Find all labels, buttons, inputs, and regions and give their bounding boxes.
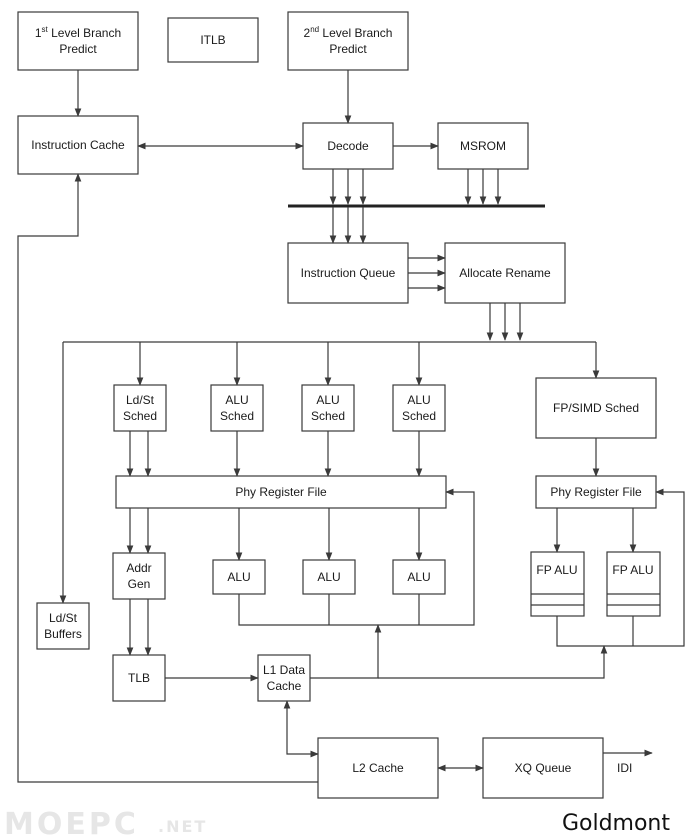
alu-block-2: ALU — [302, 559, 356, 595]
phy-register-file-block: Phy Register File — [115, 475, 447, 509]
xq-queue-label: XQ Queue — [515, 761, 572, 775]
instruction-queue-label: Instruction Queue — [301, 266, 396, 280]
instruction-queue-block: Instruction Queue — [287, 242, 409, 304]
msrom-block: MSROM — [437, 122, 529, 170]
alu-label-1: ALU — [227, 570, 250, 584]
fp-phy-register-file-label: Phy Register File — [550, 485, 642, 499]
ldst-sched-block: Ld/St Sched — [113, 384, 167, 432]
alu-sched-label-3a: ALU — [407, 393, 430, 407]
alu-sched-block-1: ALU Sched — [210, 384, 264, 432]
ldst-buffers-label-2: Buffers — [44, 627, 82, 641]
l2-cache-block: L2 Cache — [317, 737, 439, 799]
itlb-block: ITLB — [167, 17, 259, 63]
idi-label: IDI — [617, 761, 632, 775]
ldst-sched-label-1: Ld/St — [126, 393, 155, 407]
alu-sched-block-2: ALU Sched — [301, 384, 355, 432]
msrom-label: MSROM — [460, 139, 506, 153]
branch-predict-1-block: 1st Level Branch Predict — [17, 11, 139, 71]
l2-cache-label: L2 Cache — [352, 761, 404, 775]
addr-gen-block: Addr Gen — [112, 552, 166, 600]
fp-alu-block-2: FP ALU — [606, 551, 661, 617]
fp-simd-sched-block: FP/SIMD Sched — [535, 377, 657, 439]
ldst-sched-label-2: Sched — [123, 409, 157, 423]
alu-sched-label-1b: Sched — [220, 409, 254, 423]
branch-predict-2-label-2: Predict — [329, 42, 367, 56]
itlb-label: ITLB — [200, 33, 225, 47]
branch-predict-2-block: 2nd Level Branch Predict — [287, 11, 409, 71]
l1-data-cache-label-1: L1 Data — [263, 663, 305, 677]
tlb-label: TLB — [128, 671, 150, 685]
diagram-title: Goldmont — [562, 811, 670, 836]
alu-sched-label-2b: Sched — [311, 409, 345, 423]
allocate-rename-block: Allocate Rename — [444, 242, 566, 304]
fp-alu-label-1: FP ALU — [536, 563, 577, 577]
alu-sched-label-3b: Sched — [402, 409, 436, 423]
instruction-cache-block: Instruction Cache — [17, 115, 139, 175]
branch-predict-1-label: 1st Level Branch — [35, 25, 121, 40]
alu-sched-block-3: ALU Sched — [392, 384, 446, 432]
tlb-block: TLB — [112, 654, 166, 702]
addr-gen-label-2: Gen — [128, 577, 151, 591]
fp-alu-label-2: FP ALU — [612, 563, 653, 577]
l1-data-cache-block: L1 Data Cache — [257, 654, 311, 702]
fp-alu-block-1: FP ALU — [530, 551, 585, 617]
xq-queue-block: XQ Queue — [482, 737, 604, 799]
watermark-logo: MOEPC — [4, 807, 139, 840]
alu-label-2: ALU — [317, 570, 340, 584]
allocate-rename-label: Allocate Rename — [459, 266, 551, 280]
watermark-logo-suffix: .NET — [158, 817, 207, 836]
connection-lines — [17, 70, 685, 783]
alu-sched-label-1a: ALU — [225, 393, 248, 407]
alu-sched-label-2a: ALU — [316, 393, 339, 407]
decode-block: Decode — [302, 122, 394, 170]
ldst-buffers-label-1: Ld/St — [49, 611, 78, 625]
branch-predict-2-label: 2nd Level Branch — [304, 25, 393, 40]
fp-phy-register-file-block: Phy Register File — [535, 475, 657, 509]
l1-data-cache-label-2: Cache — [267, 679, 302, 693]
phy-register-file-label: Phy Register File — [235, 485, 327, 499]
alu-label-3: ALU — [407, 570, 430, 584]
alu-block-1: ALU — [212, 559, 266, 595]
branch-predict-1-label-2: Predict — [59, 42, 97, 56]
instruction-cache-label: Instruction Cache — [31, 138, 125, 152]
addr-gen-label-1: Addr — [126, 561, 151, 575]
fp-simd-sched-label: FP/SIMD Sched — [553, 401, 639, 415]
decode-label: Decode — [327, 139, 369, 153]
ldst-buffers-block: Ld/St Buffers — [36, 602, 90, 650]
alu-block-3: ALU — [392, 559, 446, 595]
